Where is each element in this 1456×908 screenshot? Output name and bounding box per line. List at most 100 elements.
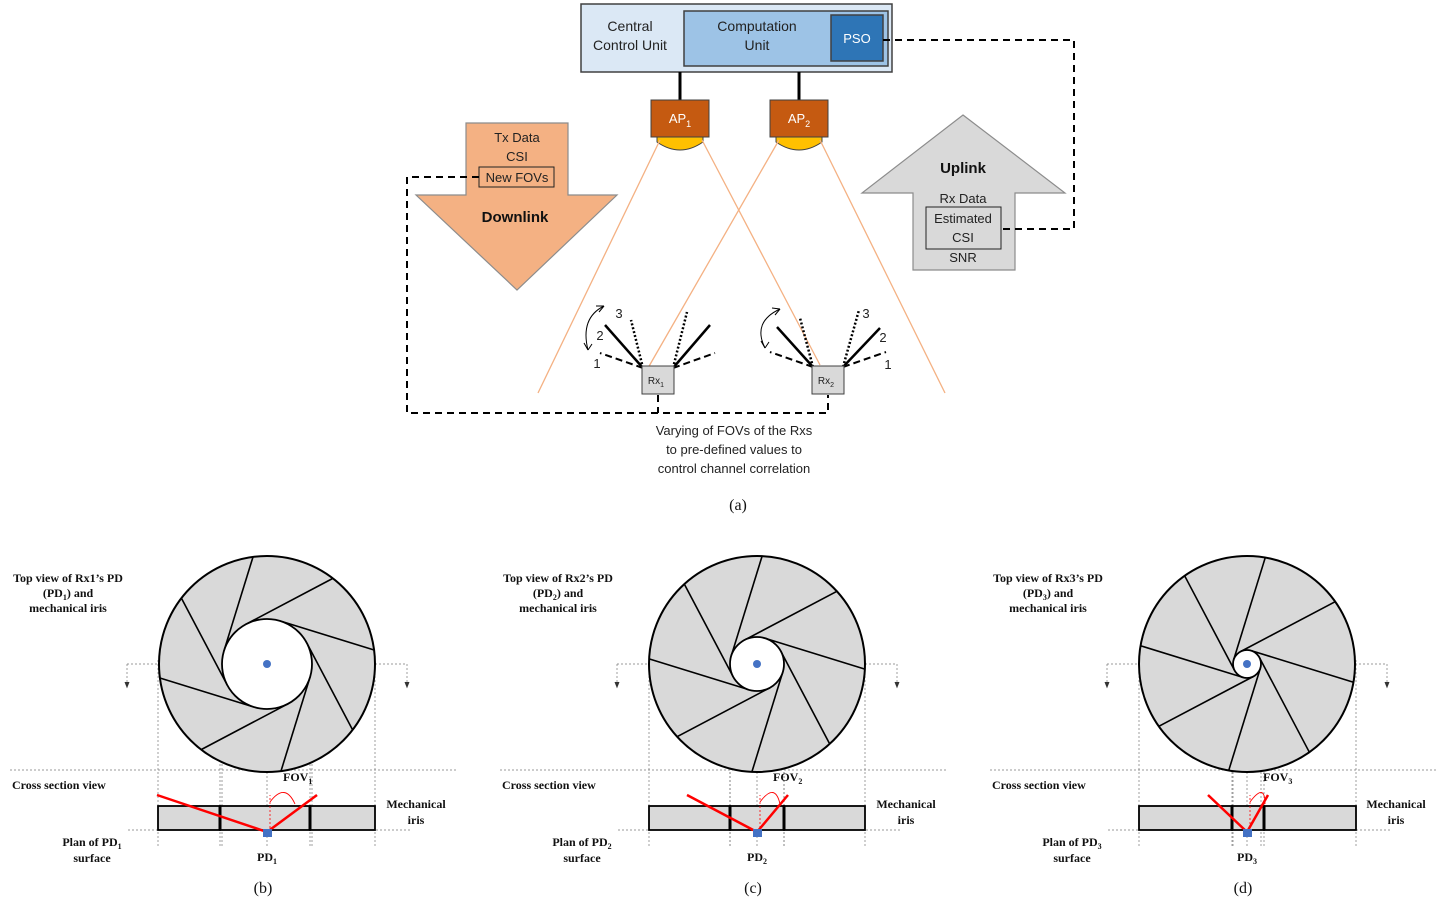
ap2-beam-left xyxy=(647,139,780,369)
ap1-box xyxy=(650,99,710,138)
cross-section-label: Cross section view xyxy=(502,778,596,792)
rx1-box xyxy=(641,365,675,395)
iris-blade xyxy=(280,620,375,651)
panel-d-label: (d) xyxy=(1234,880,1253,897)
uplink-title: Uplink xyxy=(940,160,986,177)
panel-c: Top view of Rx2’s PD(PD2) andmechanical … xyxy=(500,555,948,897)
rx2-label-1: 1 xyxy=(884,357,891,372)
downlink-tx-data: Tx Data xyxy=(494,130,540,145)
downlink-arrow-shape xyxy=(414,122,619,291)
fov-caption-line2: to pre-defined values to xyxy=(666,442,802,457)
ap2-box xyxy=(769,99,829,138)
iris-blade xyxy=(280,677,311,772)
top-view-label-line3: mechanical iris xyxy=(1009,601,1087,615)
ap1-beam-left xyxy=(537,139,661,394)
plan-label-line1: Plan of PD3 xyxy=(1042,835,1101,851)
iris-blade xyxy=(751,671,784,773)
pso-box xyxy=(830,14,884,62)
ap2-lens-icon xyxy=(775,136,823,151)
computation-unit-label-line2: Unit xyxy=(745,37,770,53)
iris-blade xyxy=(200,703,289,751)
rx2-label-3: 3 xyxy=(862,306,869,321)
iris-blade xyxy=(730,555,763,657)
mechanical-iris-label-line2: iris xyxy=(1388,813,1405,827)
iris-blade xyxy=(744,590,838,641)
iris-blade xyxy=(180,597,228,686)
uplink-rx-data: Rx Data xyxy=(940,191,988,206)
section-arrow-right-icon xyxy=(894,681,900,689)
panel-a-label: (a) xyxy=(729,497,747,514)
iris-blade xyxy=(1258,657,1311,753)
iris-blade xyxy=(1227,667,1262,771)
iris-block-left xyxy=(648,805,731,831)
mechanical-iris-label-line1: Mechanical xyxy=(1366,797,1426,811)
pd-center-dot xyxy=(1243,660,1251,668)
iris-blade xyxy=(683,583,734,677)
ap1-label: AP1 xyxy=(669,111,691,129)
fov-arc-icon xyxy=(269,792,296,805)
rx2-arrowhead-top xyxy=(771,307,781,316)
fov-label: FOV2 xyxy=(773,770,802,786)
iris-blade xyxy=(245,577,334,625)
pd-center-dot xyxy=(753,660,761,668)
rx1-fov-lines xyxy=(599,311,716,369)
fov-arc-icon xyxy=(759,792,781,805)
iris-blade xyxy=(1232,557,1267,661)
uplink-arrow-shape xyxy=(860,114,1067,271)
iris-blade xyxy=(306,642,354,731)
fov-label: FOV1 xyxy=(283,770,312,786)
iris-blades xyxy=(159,556,375,772)
pd-square-icon xyxy=(753,829,762,837)
top-view-label-line2: (PD1) and xyxy=(43,586,94,602)
receiver-1: 1 2 3 Rx1 xyxy=(583,305,716,395)
iris-block-left xyxy=(1138,805,1233,831)
iris-block-right xyxy=(1263,805,1357,831)
rx1-label-2: 2 xyxy=(596,328,603,343)
iris-blade xyxy=(1240,600,1336,653)
top-view-label-line3: mechanical iris xyxy=(519,601,597,615)
access-point-1: AP1 xyxy=(650,99,710,151)
iris-block-right xyxy=(309,805,376,831)
panel-b-label: (b) xyxy=(254,880,273,897)
iris-blade xyxy=(676,687,770,738)
section-arrow-left-icon xyxy=(124,681,130,689)
fov-line-right xyxy=(756,794,789,833)
ap2-label: AP2 xyxy=(788,111,810,129)
rx2-arrowhead-bottom xyxy=(760,340,770,349)
uplink-estimated: Estimated xyxy=(934,211,992,226)
pso-label: PSO xyxy=(843,31,870,46)
rx1-arrowhead-top xyxy=(596,305,605,313)
plan-label-line2: surface xyxy=(563,851,601,865)
ap1-lens-icon xyxy=(656,136,704,151)
downlink-rx-dashed-line xyxy=(406,176,829,414)
mechanical-iris-label-line1: Mechanical xyxy=(386,797,446,811)
pd-label: PD1 xyxy=(257,850,277,866)
top-view-label-line1: Top view of Rx1’s PD xyxy=(13,571,123,585)
downlink-title: Downlink xyxy=(482,209,549,226)
plan-label-line2: surface xyxy=(73,851,111,865)
rx1-label-3: 3 xyxy=(615,306,622,321)
uplink-snr: SNR xyxy=(949,250,976,265)
rx1-rotation-arrow-icon xyxy=(585,305,605,351)
rx2-label-2: 2 xyxy=(879,330,886,345)
iris-blade xyxy=(1158,675,1254,728)
receiver-2: 1 2 3 Rx2 xyxy=(760,306,892,395)
pso-block: PSO xyxy=(830,14,884,62)
plan-label-line1: Plan of PD2 xyxy=(552,835,611,851)
plan-label-line1: Plan of PD1 xyxy=(62,835,121,851)
rx2-box-label: Rx2 xyxy=(818,376,834,389)
section-arrow-right-icon xyxy=(404,681,410,689)
iris-blade xyxy=(1140,644,1244,679)
top-view-label-line1: Top view of Rx3’s PD xyxy=(993,571,1103,585)
fov-line-left xyxy=(1207,794,1248,833)
mechanical-iris-label-line2: iris xyxy=(898,813,915,827)
rx2-rotation-arrow-icon xyxy=(760,308,781,349)
pd-label: PD3 xyxy=(1237,850,1257,866)
ap2-beam-right xyxy=(819,139,946,394)
fov-label: FOV3 xyxy=(1263,770,1292,786)
cross-section-label: Cross section view xyxy=(992,778,1086,792)
pd-square-icon xyxy=(263,829,272,837)
rx1-arrowhead-bottom xyxy=(583,342,593,351)
